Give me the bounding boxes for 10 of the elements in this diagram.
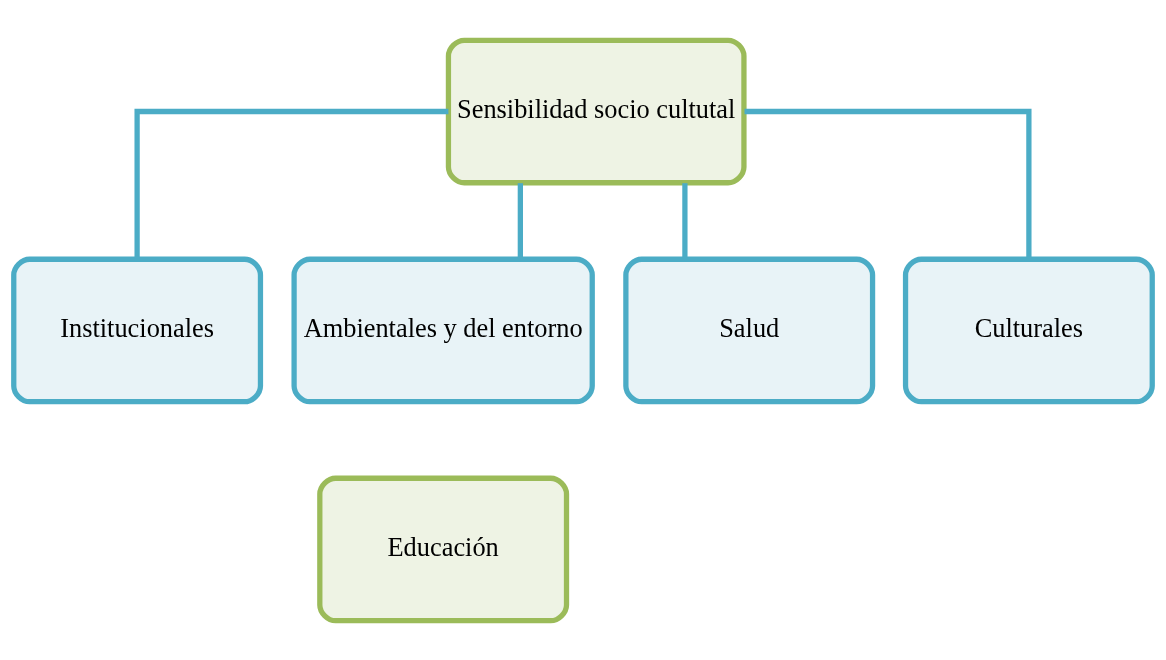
node-box: Salud bbox=[623, 256, 876, 404]
connector bbox=[682, 182, 688, 259]
node-box: Ambientales y del entorno bbox=[291, 256, 595, 404]
node-box: Sensibilidad socio cultutal bbox=[445, 37, 747, 185]
node-box: Institucionales bbox=[11, 256, 264, 404]
connector bbox=[517, 182, 523, 259]
connector bbox=[744, 108, 1032, 259]
node-box: Culturales bbox=[902, 256, 1155, 404]
node-box: Educación bbox=[317, 475, 570, 623]
connector bbox=[134, 108, 449, 259]
